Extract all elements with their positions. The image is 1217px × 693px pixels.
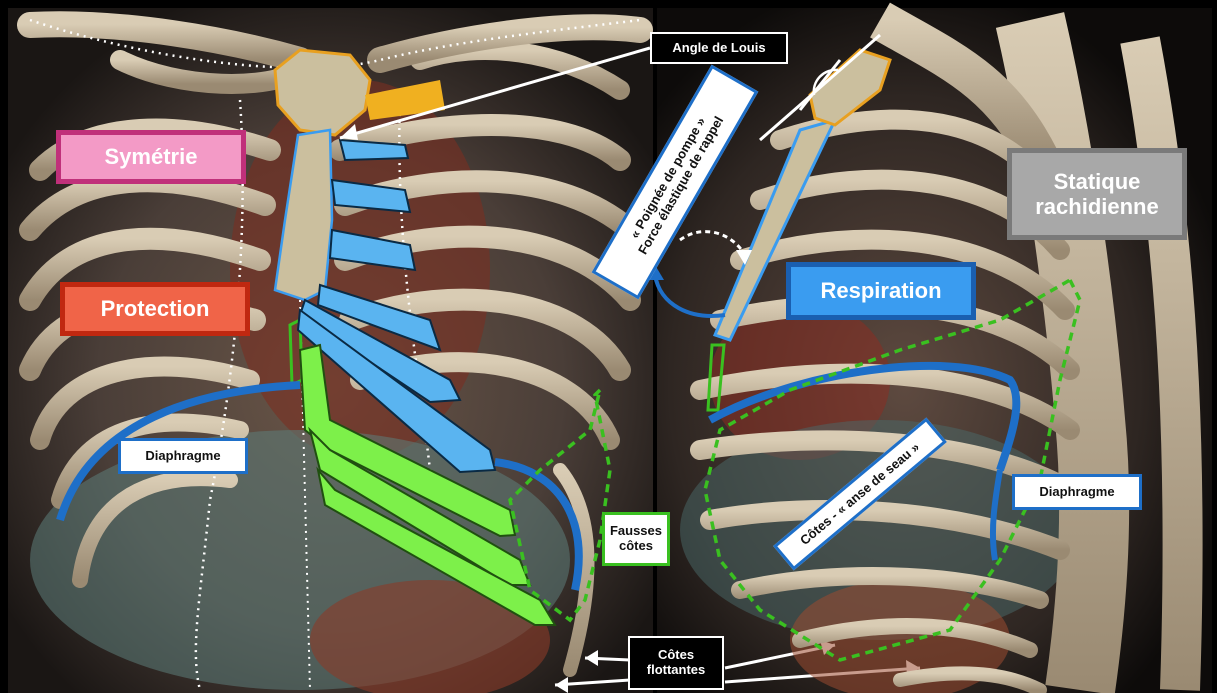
statique-line1: Statique xyxy=(1054,169,1141,194)
cotes-flottantes-line1: Côtes xyxy=(658,648,694,663)
cotes-flottantes-line2: flottantes xyxy=(647,663,706,678)
statique-rachidienne-label: Statique rachidienne xyxy=(1007,148,1187,240)
protection-label: Protection xyxy=(60,282,250,336)
respiration-label: Respiration xyxy=(786,262,976,320)
fausses-cotes-label: Fausses côtes xyxy=(602,512,670,566)
angle-de-louis-label: Angle de Louis xyxy=(650,32,788,64)
diaphragme-label-left: Diaphragme xyxy=(118,438,248,474)
cotes-flottantes-label: Côtes flottantes xyxy=(628,636,724,690)
fausses-cotes-line2: côtes xyxy=(619,539,653,554)
statique-line2: rachidienne xyxy=(1035,194,1158,219)
symetrie-label: Symétrie xyxy=(56,130,246,184)
diaphragme-label-right: Diaphragme xyxy=(1012,474,1142,510)
fausses-cotes-line1: Fausses xyxy=(610,524,662,539)
panel-divider xyxy=(653,8,657,693)
